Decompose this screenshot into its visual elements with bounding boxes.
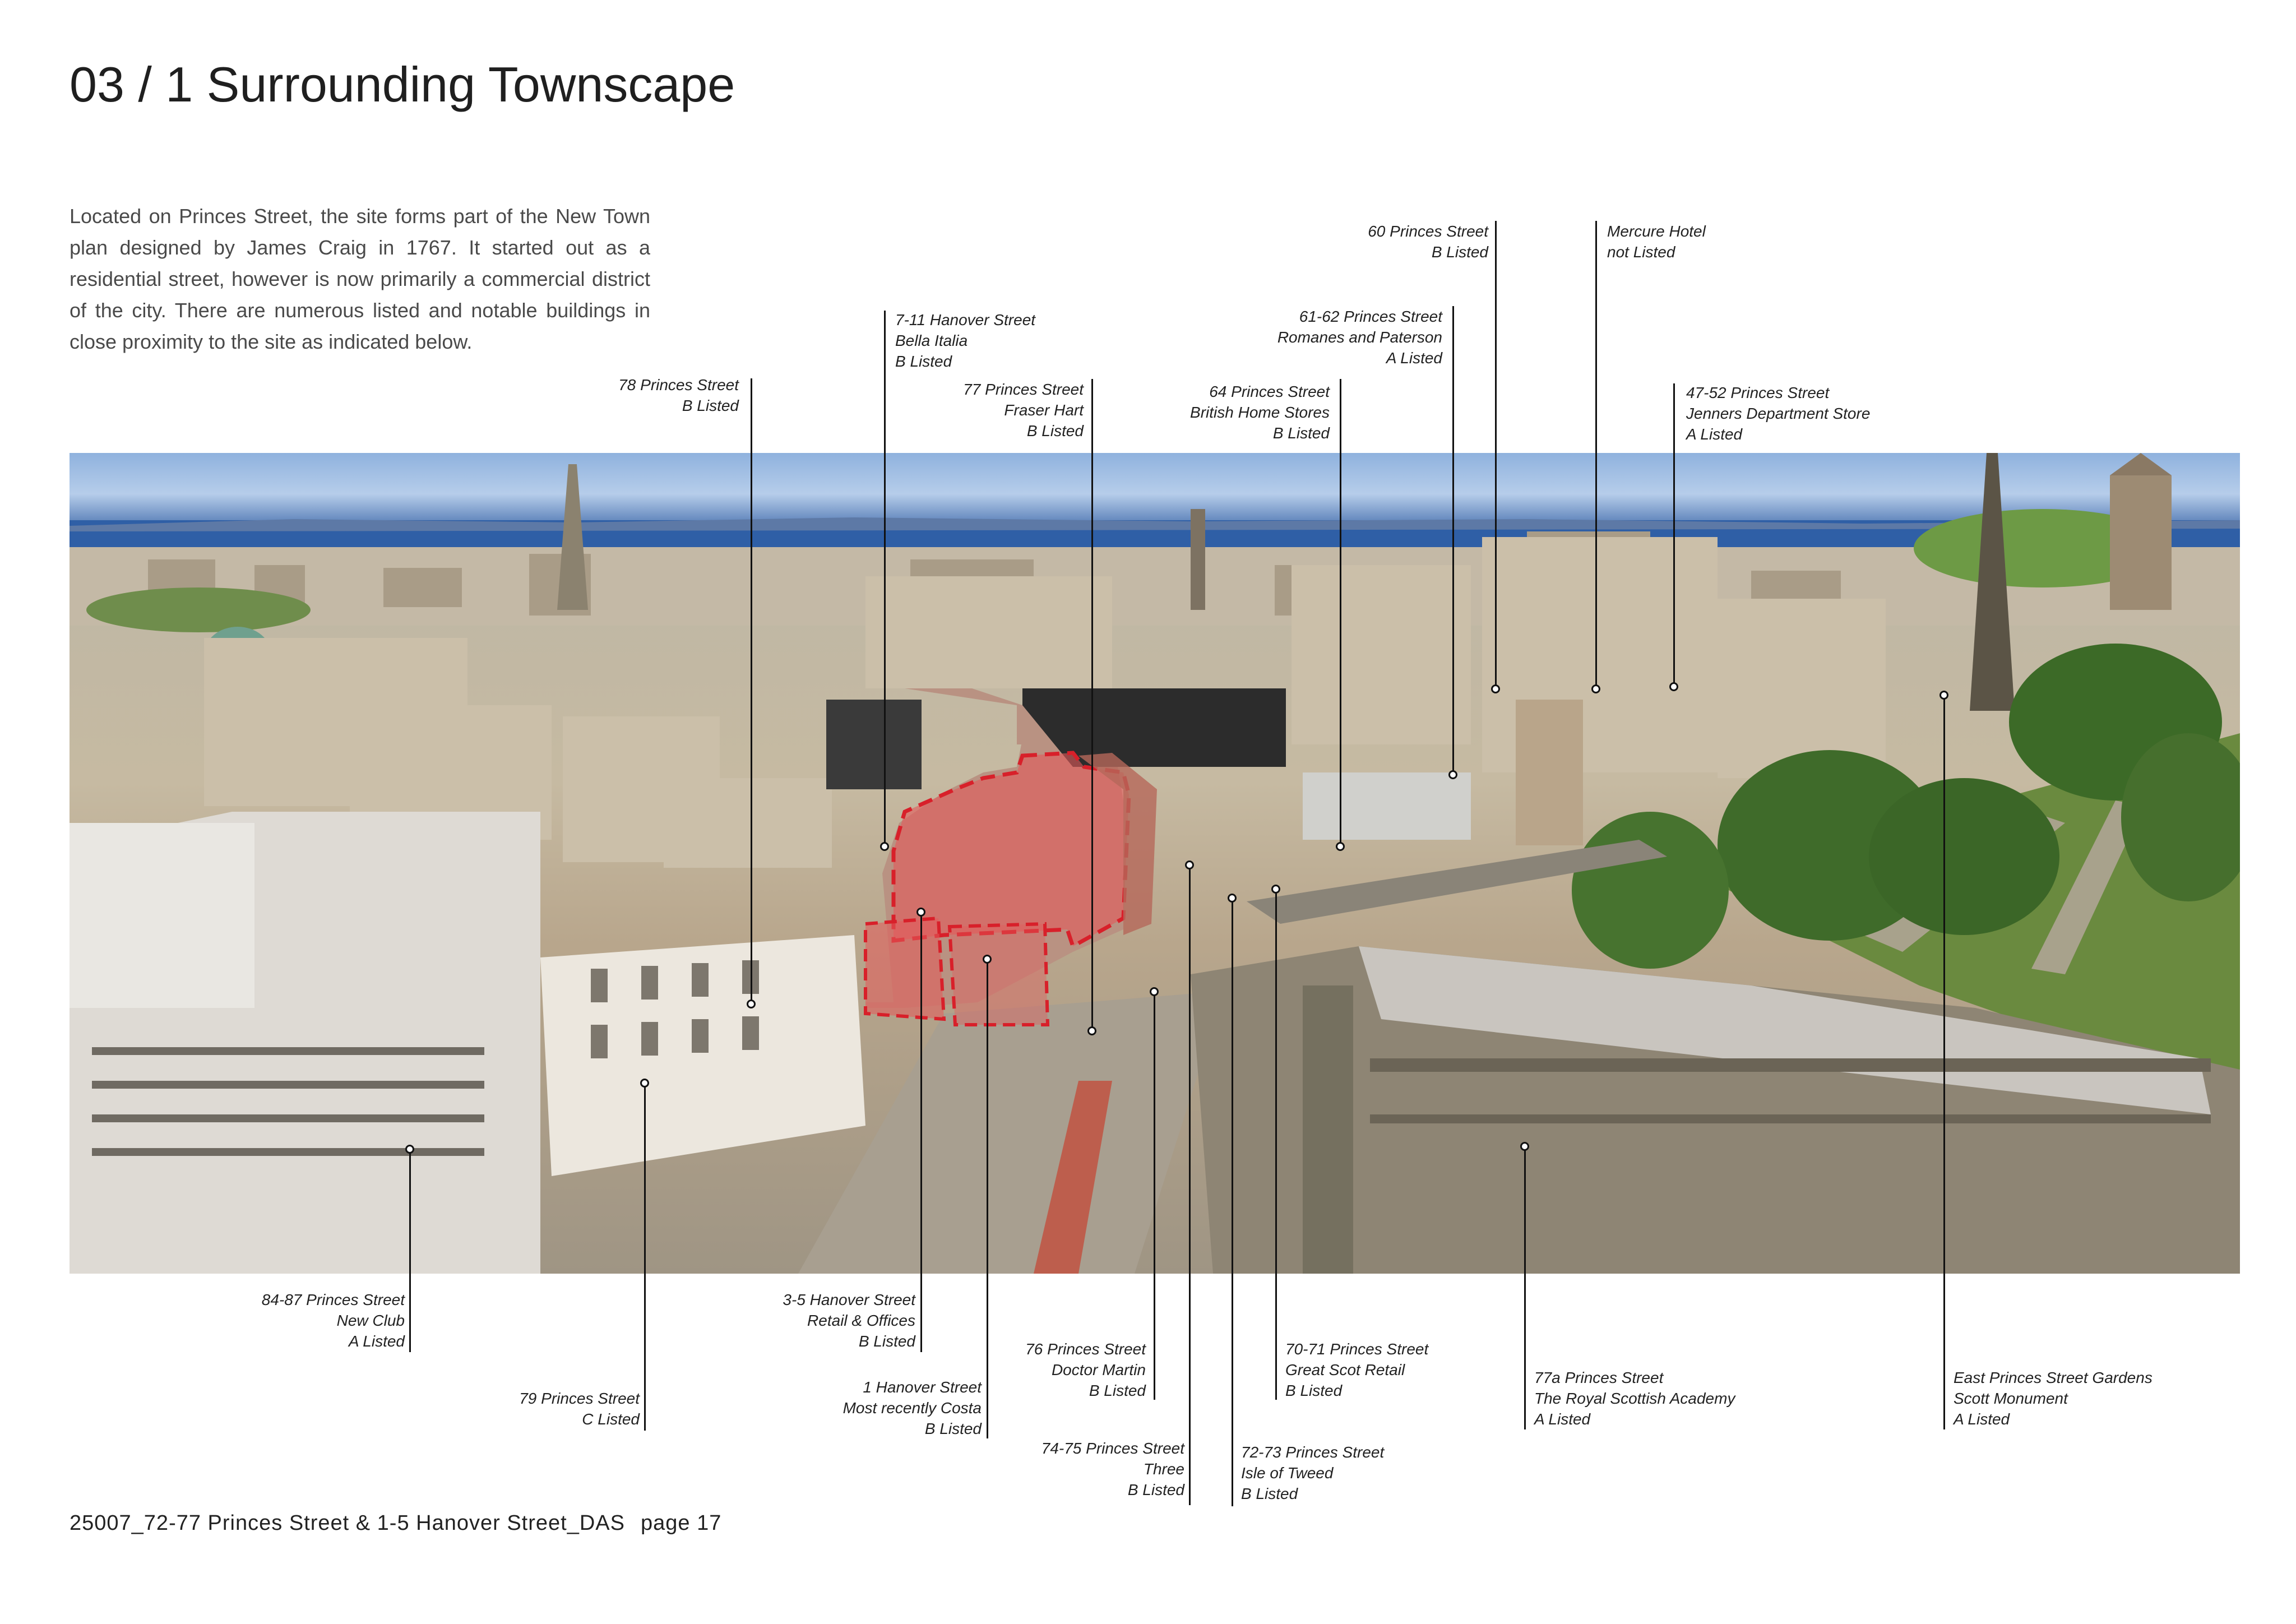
marker-east-gardens <box>1939 691 1948 700</box>
leader-east-gardens <box>1943 695 1945 1429</box>
scott-monument <box>1970 453 2015 711</box>
marker-3-5-hanover <box>916 908 925 917</box>
footer-page-number: page 17 <box>640 1511 722 1535</box>
footer-document-name: 25007_72-77 Princes Street & 1-5 Hanover… <box>70 1511 625 1535</box>
leader-47-52-princes <box>1673 383 1675 687</box>
marker-79-princes <box>640 1079 649 1088</box>
aerial-photo-illustration <box>70 453 2240 1274</box>
marker-84-87-princes <box>405 1145 414 1154</box>
marker-78-princes <box>747 1000 756 1008</box>
marker-76-princes <box>1150 987 1159 996</box>
marker-7-11-hanover <box>880 842 889 851</box>
leader-77-princes <box>1091 379 1093 1031</box>
site-boundary <box>891 751 1131 950</box>
leader-7-11-hanover <box>884 311 886 846</box>
marker-47-52-princes <box>1669 682 1678 691</box>
leader-mercure <box>1595 221 1597 689</box>
marker-72-73-princes <box>1228 894 1237 903</box>
leader-76-princes <box>1154 992 1155 1400</box>
marker-60-princes <box>1491 684 1500 693</box>
leader-74-75-princes <box>1189 865 1191 1505</box>
leader-84-87-princes <box>409 1149 411 1352</box>
leader-1-hanover <box>987 959 988 1438</box>
page-footer: 25007_72-77 Princes Street & 1-5 Hanover… <box>70 1511 721 1535</box>
leader-64-princes <box>1340 379 1341 846</box>
leader-70-71-princes <box>1275 889 1277 1400</box>
marker-77-princes <box>1087 1026 1096 1035</box>
distant-hills <box>70 517 2240 531</box>
marker-1-hanover <box>983 955 992 964</box>
distant-trees <box>86 587 311 632</box>
aerial-photo <box>70 453 2240 1274</box>
balmoral-clock-tower <box>2110 475 2172 610</box>
marker-61-62-princes <box>1448 770 1457 779</box>
intro-paragraph: Located on Princes Street, the site form… <box>70 205 650 353</box>
leader-3-5-hanover <box>920 912 922 1352</box>
marker-mercure <box>1591 684 1600 693</box>
leader-77a-princes <box>1524 1146 1526 1429</box>
leader-60-princes <box>1495 221 1497 689</box>
white-stone-building <box>540 935 865 1176</box>
leader-72-73-princes <box>1232 898 1233 1506</box>
leader-78-princes <box>751 378 752 1004</box>
marker-64-princes <box>1336 842 1345 851</box>
page-title: 03 / 1 Surrounding Townscape <box>70 57 735 112</box>
church-spire <box>557 464 588 610</box>
hanover-street-road <box>798 991 1224 1274</box>
princes-street-road <box>1247 840 1667 924</box>
marker-70-71-princes <box>1271 885 1280 894</box>
marker-74-75-princes <box>1185 860 1194 869</box>
marker-77a-princes <box>1520 1142 1529 1151</box>
leader-61-62-princes <box>1452 306 1454 775</box>
leader-79-princes <box>644 1083 646 1431</box>
